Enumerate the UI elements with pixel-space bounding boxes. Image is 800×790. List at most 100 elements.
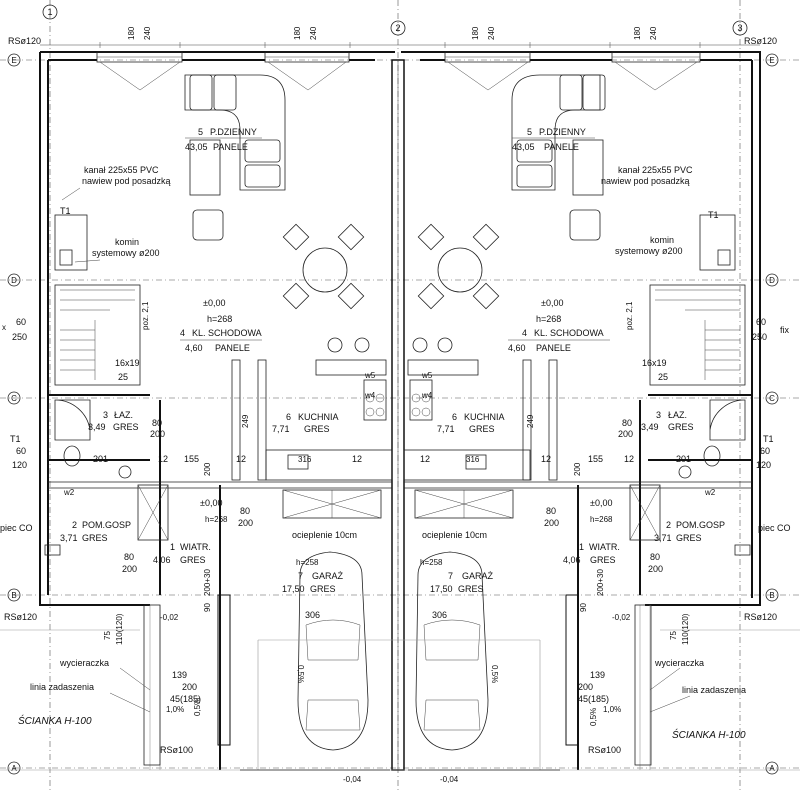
svg-text:200+30: 200+30 <box>596 569 605 596</box>
car-right <box>415 551 489 751</box>
svg-text:200: 200 <box>182 682 197 692</box>
svg-text:GRES: GRES <box>180 555 206 565</box>
svg-text:80: 80 <box>546 506 556 516</box>
axis-marker-1 <box>42 4 58 20</box>
interior-walls-right <box>403 214 752 595</box>
interior-walls-left <box>48 214 393 595</box>
svg-text:GRES: GRES <box>458 584 484 594</box>
svg-text:3,49: 3,49 <box>88 422 106 432</box>
svg-text:wycieraczka: wycieraczka <box>59 658 109 668</box>
axis-label-3: 3 <box>737 23 742 33</box>
svg-text:120: 120 <box>12 460 27 470</box>
svg-text:fix: fix <box>780 325 790 335</box>
rs-label-top-right: RSø120 <box>744 36 777 46</box>
svg-text:4,06: 4,06 <box>563 555 581 565</box>
svg-text:3,71: 3,71 <box>60 533 78 543</box>
svg-text:-0,02: -0,02 <box>160 613 179 622</box>
svg-text:201: 201 <box>676 454 691 464</box>
svg-text:±0,00: ±0,00 <box>541 298 563 308</box>
svg-text:90: 90 <box>203 603 212 612</box>
svg-text:poz. 2,1: poz. 2,1 <box>625 301 634 330</box>
svg-text:A: A <box>11 764 17 773</box>
svg-text:RSø100: RSø100 <box>588 745 621 755</box>
svg-text:x: x <box>2 323 6 332</box>
svg-text:KL. SCHODOWA: KL. SCHODOWA <box>192 328 262 338</box>
svg-text:5: 5 <box>527 127 532 137</box>
axis-markers-right: E D C B A <box>765 53 779 775</box>
labels-left-unit: 5 P.DZIENNY 43,05 PANELE kanał 225x55 PV… <box>0 127 376 784</box>
svg-text:komin: komin <box>115 237 139 247</box>
svg-text:80: 80 <box>124 552 134 562</box>
svg-text:ŁAZ.: ŁAZ. <box>668 410 687 420</box>
svg-text:2: 2 <box>72 520 77 530</box>
axis-marker-3 <box>732 20 748 36</box>
svg-text:GRES: GRES <box>113 422 139 432</box>
svg-text:60: 60 <box>16 446 26 456</box>
top-dimensions: 180 240 180 240 180 240 180 240 <box>40 26 760 48</box>
svg-text:12: 12 <box>420 454 430 464</box>
svg-text:3: 3 <box>656 410 661 420</box>
svg-text:80: 80 <box>152 418 162 428</box>
svg-text:4,60: 4,60 <box>185 343 203 353</box>
svg-text:KUCHNIA: KUCHNIA <box>298 412 339 422</box>
svg-text:180: 180 <box>293 26 302 40</box>
svg-text:316: 316 <box>466 455 480 464</box>
svg-text:60: 60 <box>16 317 26 327</box>
axis-markers-left: E D C B A <box>7 53 21 775</box>
labels-right-unit: 5 P.DZIENNY 43,05 PANELE kanał 225x55 PV… <box>420 127 791 784</box>
svg-text:D: D <box>769 276 775 285</box>
svg-text:komin: komin <box>650 235 674 245</box>
leader-lines <box>61 187 691 713</box>
svg-text:kanał 225x55 PVC: kanał 225x55 PVC <box>618 165 693 175</box>
svg-text:wycieraczka: wycieraczka <box>654 658 704 668</box>
svg-text:180: 180 <box>471 26 480 40</box>
svg-text:7,71: 7,71 <box>437 424 455 434</box>
svg-text:GRES: GRES <box>304 424 330 434</box>
svg-text:nawiew pod posadzką: nawiew pod posadzką <box>82 176 171 186</box>
svg-text:249: 249 <box>241 414 250 428</box>
svg-text:4,06: 4,06 <box>153 555 171 565</box>
svg-text:linia zadaszenia: linia zadaszenia <box>682 685 746 695</box>
svg-text:GRES: GRES <box>310 584 336 594</box>
handwritten-note-right: ŚCIANKA H-100 <box>672 728 746 741</box>
svg-text:PANELE: PANELE <box>536 343 571 353</box>
svg-text:GRES: GRES <box>82 533 108 543</box>
axis-marker-2 <box>390 20 406 36</box>
svg-text:B: B <box>769 591 774 600</box>
svg-text:-0,04: -0,04 <box>440 775 459 784</box>
svg-text:GARAŻ: GARAŻ <box>312 571 344 581</box>
svg-text:0,5%: 0,5% <box>193 698 202 716</box>
rs-label-top-left: RSø120 <box>8 36 41 46</box>
svg-text:200: 200 <box>573 462 582 476</box>
svg-text:0,5%: 0,5% <box>490 665 499 683</box>
svg-text:E: E <box>11 56 16 65</box>
svg-text:25: 25 <box>658 372 668 382</box>
svg-text:C: C <box>11 394 17 403</box>
svg-text:w5: w5 <box>364 371 376 380</box>
svg-text:3,71: 3,71 <box>654 533 672 543</box>
svg-text:systemowy ø200: systemowy ø200 <box>615 246 683 256</box>
svg-text:h=258: h=258 <box>420 558 443 567</box>
svg-text:4: 4 <box>522 328 527 338</box>
svg-text:155: 155 <box>184 454 199 464</box>
svg-text:4: 4 <box>180 328 185 338</box>
svg-text:PANELE: PANELE <box>215 343 250 353</box>
svg-text:4,60: 4,60 <box>508 343 526 353</box>
svg-text:PANELE: PANELE <box>213 142 248 152</box>
svg-text:w4: w4 <box>421 391 433 400</box>
svg-text:PANELE: PANELE <box>544 142 579 152</box>
svg-text:T1: T1 <box>10 434 21 444</box>
svg-text:piec CO: piec CO <box>758 523 791 533</box>
svg-text:16x19: 16x19 <box>115 358 140 368</box>
svg-text:kanał 225x55 PVC: kanał 225x55 PVC <box>84 165 159 175</box>
svg-text:2: 2 <box>666 520 671 530</box>
svg-text:7: 7 <box>298 571 303 581</box>
svg-text:12: 12 <box>352 454 362 464</box>
svg-text:ocieplenie 10cm: ocieplenie 10cm <box>292 530 357 540</box>
svg-text:80: 80 <box>622 418 632 428</box>
svg-text:E: E <box>769 56 774 65</box>
svg-text:GARAŻ: GARAŻ <box>462 571 494 581</box>
svg-text:200+30: 200+30 <box>203 569 212 596</box>
svg-text:250: 250 <box>752 332 767 342</box>
